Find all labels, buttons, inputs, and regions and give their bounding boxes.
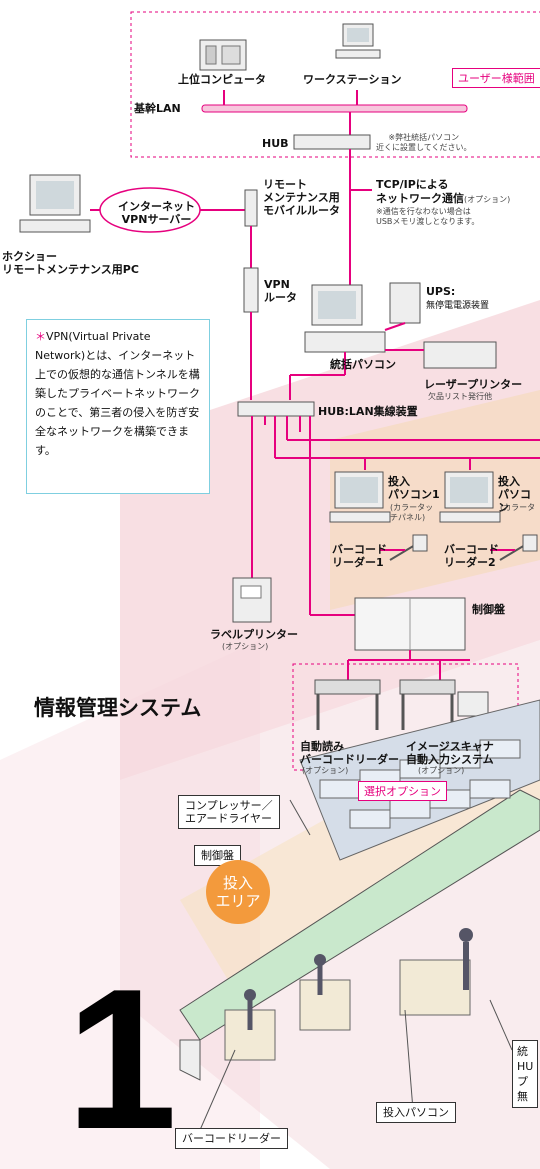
- input-area-badge: 投入 エリア: [206, 860, 270, 924]
- image-scanner-option: (オプション): [418, 766, 465, 775]
- input-pc1-label: 投入 パソコン1: [388, 475, 440, 501]
- laser-printer-note: 欠品リスト発行他: [428, 392, 492, 401]
- auto-reader-option: (オプション): [302, 766, 349, 775]
- network-comm-label: ネットワーク通信: [376, 192, 464, 205]
- control-pc-icon: [304, 284, 386, 353]
- control-panel-label: 制御盤: [472, 603, 505, 616]
- workstation-label: ワークステーション: [303, 73, 402, 86]
- internet-vpn-label: インターネット VPNサーバー: [118, 200, 195, 226]
- tcpip-label: TCP/IPによる: [376, 178, 449, 191]
- host-computer-icon: [199, 39, 247, 71]
- label-printer-label: ラベルプリンター: [210, 628, 298, 641]
- input-pc1-note: (カラータッ チパネル): [390, 503, 434, 522]
- vpn-note: ＊VPN(Virtual Private Network)とは、インターネット上…: [26, 319, 210, 494]
- hokushou-pc-icon: [19, 174, 91, 233]
- barcode-reader2-label: バーコード リーダー2: [444, 543, 499, 569]
- barcode-reader-bottom-label: バーコードリーダー: [175, 1128, 288, 1149]
- control-pc-label: 統括パソコン: [330, 358, 396, 371]
- hokushou-pc-label: ホクショー リモートメンテナンス用PC: [2, 250, 139, 276]
- laser-printer-label: レーザープリンター: [424, 378, 523, 391]
- ups-desc: 無停電電源装置: [426, 301, 490, 311]
- hub-note: ※弊社統括パソコン 近くに設置してください。: [376, 133, 472, 152]
- auto-reader-label: 自動読み バーコードリーダー: [300, 740, 399, 766]
- host-computer-label: 上位コンピュータ: [178, 73, 266, 86]
- backbone-lan-label: 基幹LAN: [134, 102, 181, 115]
- page-number: 1: [66, 948, 178, 1169]
- input-pc-bottom-label: 投入パソコン: [376, 1102, 456, 1123]
- network-comm-option: (オプション): [464, 195, 511, 204]
- right-partial-label: 統 HU プ 無: [512, 1040, 539, 1108]
- ups-label: UPS:: [426, 285, 456, 298]
- hub-label: HUB: [262, 137, 289, 150]
- page-title: 情報管理システム: [34, 696, 202, 720]
- hub-lan-label: HUB:LAN集線装置: [318, 405, 418, 418]
- compressor-label: コンプレッサー／ エアードライヤー: [178, 795, 280, 829]
- input-pc2-note: (カラータ: [500, 503, 536, 512]
- vpn-router-label: VPN ルータ: [264, 278, 297, 304]
- vpn-note-text: VPN(Virtual Private Network)とは、インターネット上で…: [35, 330, 200, 457]
- remote-router-label: リモート メンテナンス用 モバイルルータ: [263, 178, 340, 217]
- network-comm: ネットワーク通信(オプション): [376, 192, 510, 205]
- image-scanner-label: イメージスキャナ 自動入力システム: [406, 740, 494, 766]
- label-printer-option: (オプション): [222, 642, 269, 651]
- barcode-reader1-label: バーコード リーダー1: [332, 543, 387, 569]
- user-scope-tag: ユーザー様範囲: [452, 68, 540, 88]
- input-pc2-label: 投入 パソコン: [498, 475, 531, 514]
- vpn-note-asterisk: ＊: [35, 330, 46, 343]
- workstation-icon: [335, 23, 381, 59]
- network-comm-note: ※通信を行なわない場合は USBメモリ渡しとなります。: [376, 207, 480, 226]
- select-option-tag: 選択オプション: [358, 781, 447, 801]
